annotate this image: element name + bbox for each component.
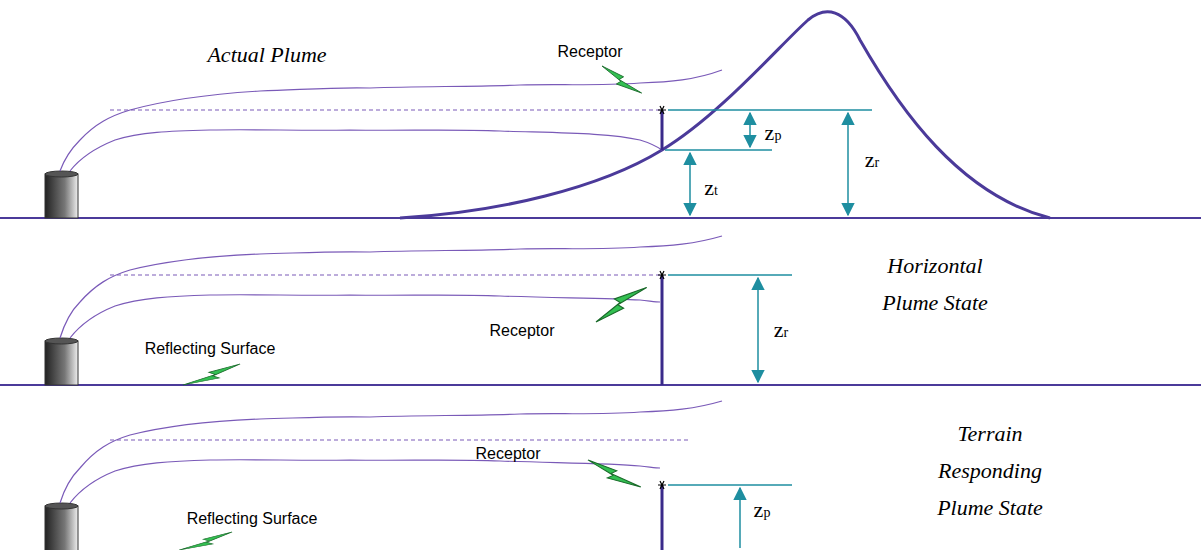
panel-title: Actual Plume <box>207 42 326 68</box>
receptor-label: Receptor <box>476 445 541 463</box>
ground-line <box>0 217 1201 219</box>
plume-outline <box>60 236 722 338</box>
stack <box>45 171 78 218</box>
stack <box>45 503 78 550</box>
receptor-point <box>658 106 666 489</box>
dimension-line <box>665 110 872 548</box>
terrain-hill <box>400 12 1050 218</box>
surface-label: Reflecting Surface <box>187 510 318 528</box>
plume-outline <box>60 401 722 503</box>
stack <box>45 338 78 385</box>
pointer-bolt <box>179 66 646 550</box>
dimension-label: zp <box>754 497 771 523</box>
panel-title: Terrain Responding Plume State <box>910 415 1070 526</box>
dimension-label: zr <box>865 147 879 173</box>
dimension-label: zr <box>774 317 788 343</box>
dimension-label: zt <box>704 175 718 201</box>
receptor-label: Receptor <box>558 43 623 61</box>
surface-label: Reflecting Surface <box>145 340 276 358</box>
receptor-label: Receptor <box>490 322 555 340</box>
panel-title: Horizontal Plume State <box>860 247 1010 321</box>
dimension-label: zp <box>765 120 782 146</box>
ground-line <box>0 384 1201 386</box>
